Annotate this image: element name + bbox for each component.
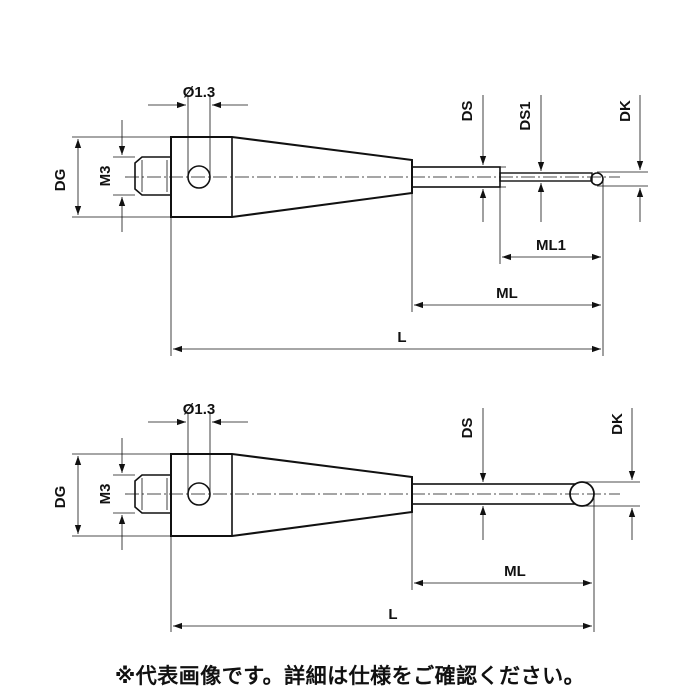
label-ml-bottom: ML <box>504 563 526 580</box>
label-hole-top: Ø1.3 <box>183 84 216 101</box>
stylus-drawing-top: DG M3 Ø1.3 DS DS1 <box>52 84 648 356</box>
label-ml1-top: ML1 <box>536 237 566 254</box>
stylus-drawing-bottom: DG M3 Ø1.3 DS <box>52 401 640 632</box>
label-m3-bottom: M3 <box>97 484 114 505</box>
label-l-top: L <box>397 329 406 346</box>
dim-hole-top <box>148 95 248 174</box>
label-dg-top: DG <box>52 169 69 192</box>
label-l-bottom: L <box>388 606 397 623</box>
extension-lines-bottom <box>170 494 595 632</box>
dim-hole-bottom <box>148 412 248 491</box>
label-ds1-top: DS1 <box>517 101 534 130</box>
dim-ds-bottom <box>470 408 496 540</box>
dim-dk-bottom <box>582 408 640 540</box>
dim-m3-bottom <box>113 438 135 550</box>
label-ml-top: ML <box>496 285 518 302</box>
label-m3-top: M3 <box>97 166 114 187</box>
label-dk-top: DK <box>617 100 634 122</box>
ball-top <box>590 172 604 186</box>
thread-m3-top <box>134 156 171 196</box>
dim-dk-top <box>597 95 648 222</box>
label-dg-bottom: DG <box>52 486 69 509</box>
body-cone-bottom <box>170 453 413 537</box>
dim-dg-bottom <box>72 453 171 537</box>
label-dk-bottom: DK <box>609 413 626 435</box>
representative-image-note: ※代表画像です。詳細は仕様をご確認ください。 <box>114 664 586 688</box>
dim-dg-top <box>72 136 171 218</box>
label-ds-bottom: DS <box>459 418 476 439</box>
label-hole-bottom: Ø1.3 <box>183 401 216 418</box>
label-ds-top: DS <box>459 101 476 122</box>
extension-lines-top <box>170 179 604 356</box>
dim-m3-top <box>113 120 135 232</box>
dim-ds-top <box>479 95 506 222</box>
